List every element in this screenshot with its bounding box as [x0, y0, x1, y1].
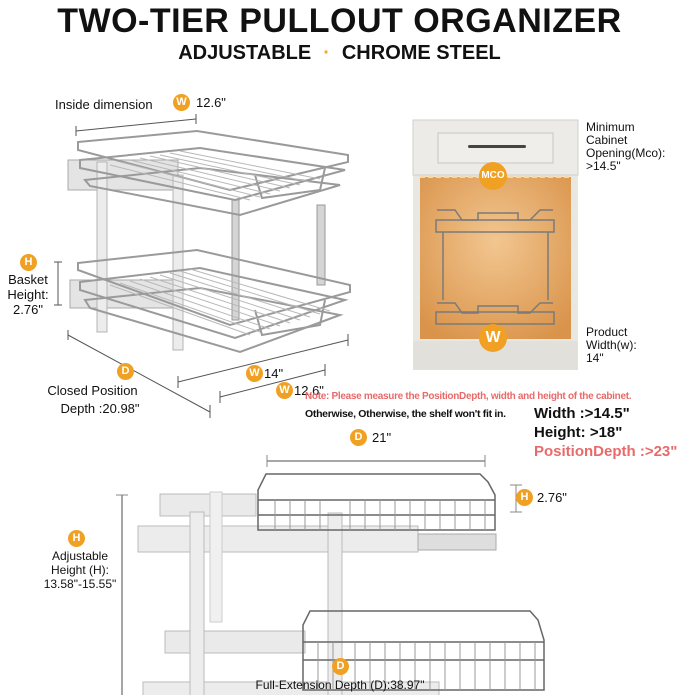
basket-height-label-1: Basket [8, 272, 48, 287]
product-width-label-1: Product [586, 325, 628, 339]
mco-value: >14.5" [586, 159, 621, 173]
basket-height-label-2: Height: [7, 287, 49, 302]
separator-dot-icon: · [323, 42, 330, 64]
basket-height-badge-icon: H [516, 489, 533, 506]
adjustable-height-label-2: Height (H): [50, 563, 109, 577]
width-requirement: Width :>14.5" [534, 405, 630, 422]
page-title: TWO-TIER PULLOUT ORGANIZER [57, 2, 622, 40]
inner-width-value: 12.6" [294, 383, 324, 398]
inside-dimension-value: 12.6" [196, 95, 226, 110]
product-width-value: 14" [586, 351, 604, 365]
adjustable-height-label-1: Adjustable [51, 549, 109, 563]
height-requirement: Height: >18" [534, 424, 623, 441]
note-line-2: Otherwise, Otherwise, the shelf won't fi… [305, 408, 506, 420]
subtitle: ADJUSTABLE · CHROME STEEL [0, 42, 679, 65]
inside-dimension-label: Inside dimension [55, 97, 153, 112]
mco-label-1: Minimum [586, 120, 635, 134]
basket-depth-badge-icon: D [350, 429, 367, 446]
full-extension-depth-label: Full-Extension Depth (D):38.97" [255, 678, 425, 692]
basket-height-value-bottom: 2.76" [537, 490, 567, 505]
depth-badge-icon: D [117, 363, 134, 380]
width-badge-icon: W [173, 94, 190, 111]
height-badge-icon: H [20, 254, 37, 271]
mco-label-3: Opening(Mco): [586, 146, 666, 160]
basket-height-value: 2.76" [13, 302, 43, 317]
subtitle-chrome-steel: CHROME STEEL [341, 42, 501, 64]
closed-depth-value: Depth :20.98" [60, 401, 140, 416]
subtitle-adjustable: ADJUSTABLE [178, 42, 312, 64]
inner-width-badge-icon: W [276, 382, 293, 399]
outer-width-value: 14" [264, 366, 284, 381]
mco-label-2: Cabinet [586, 133, 628, 147]
mco-badge-icon: MCO [479, 162, 507, 190]
adjustable-height-value: 13.58"-15.55" [43, 577, 117, 591]
basket-depth-value: 21" [372, 430, 392, 445]
product-width-label-2: Width(w): [586, 338, 637, 352]
adjustable-height-badge-icon: H [68, 530, 85, 547]
note-line-1: Note: Please measure the PositionDepth, … [305, 391, 632, 402]
full-depth-badge-icon: D [332, 658, 349, 675]
depth-requirement: PositionDepth :>23" [534, 443, 678, 460]
w-badge-icon: W [479, 324, 507, 352]
outer-width-badge-icon: W [246, 365, 263, 382]
closed-depth-label: Closed Position [47, 383, 138, 398]
